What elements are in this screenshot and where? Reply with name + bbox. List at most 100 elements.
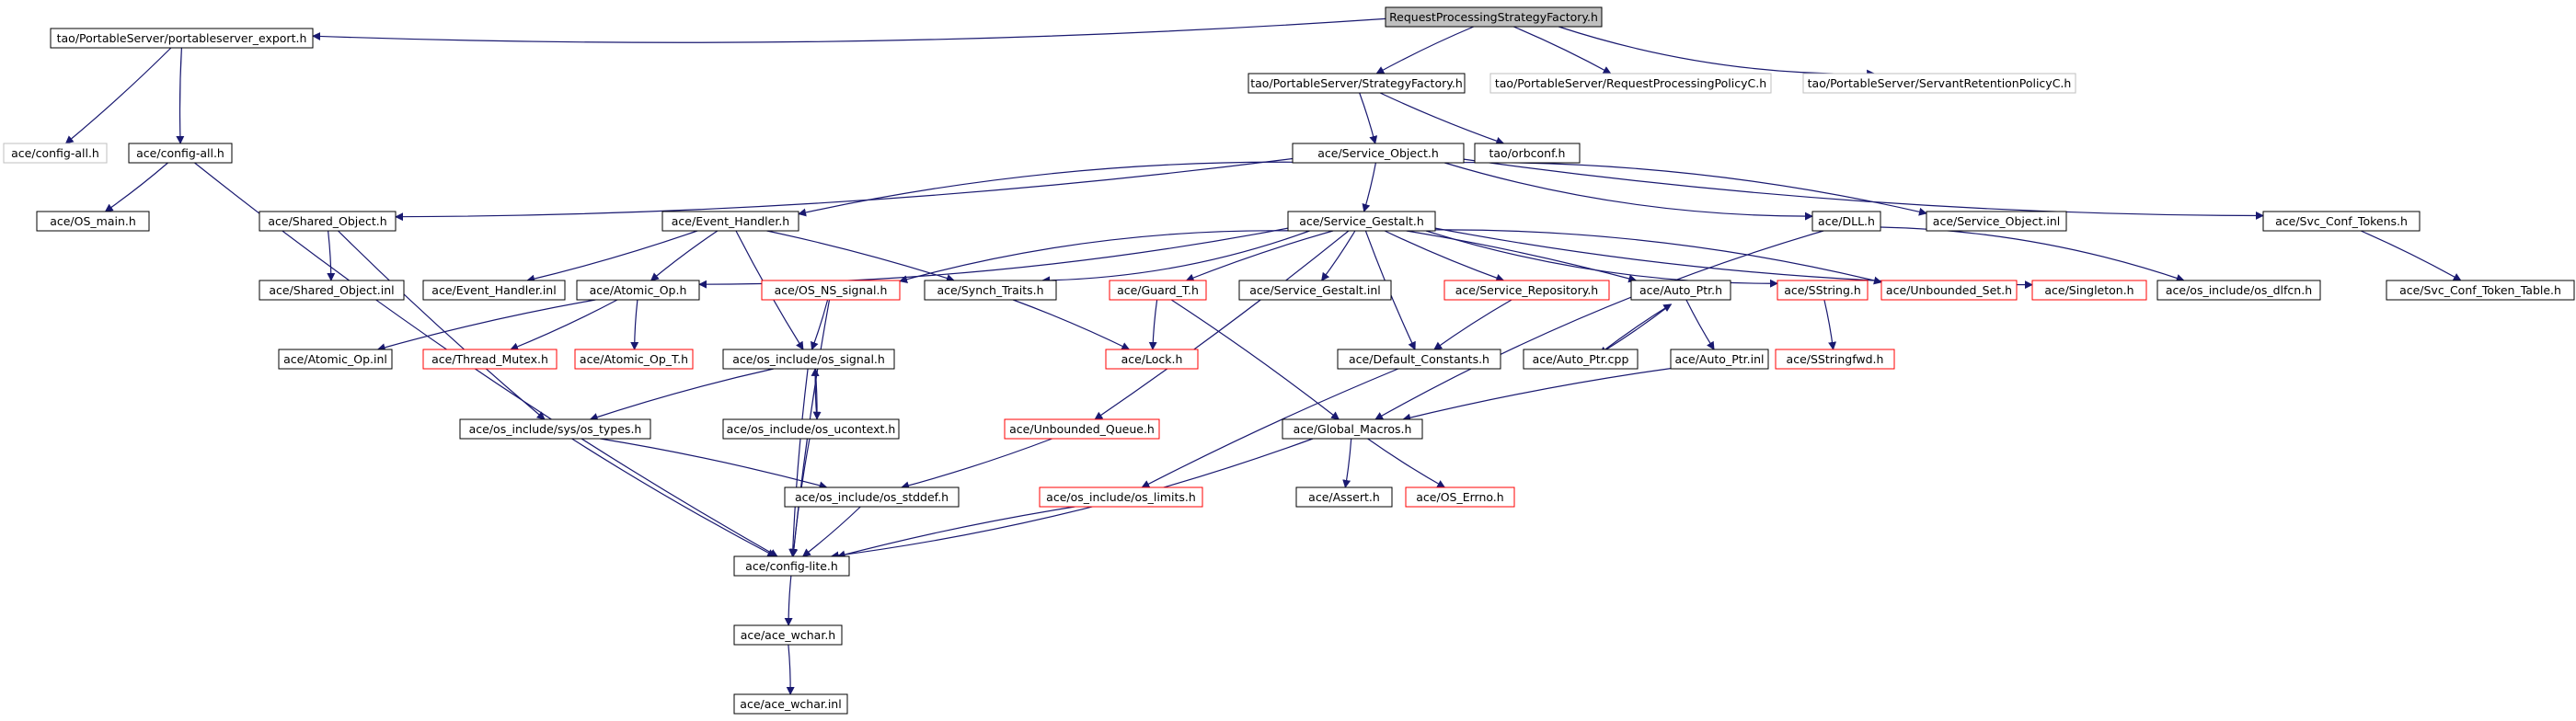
node-atomict[interactable]: ace/Atomic_Op_T.h [574, 349, 694, 370]
edge-root-to-rpp [1512, 26, 1612, 74]
node-osmain[interactable]: ace/OS_main.h [36, 211, 150, 232]
node-shobj[interactable]: ace/Shared_Object.h [259, 211, 397, 232]
edge-ossignal-to-configlite [788, 368, 809, 557]
edge-atomic-to-thmutex [510, 299, 618, 351]
edge-sct-to-scttable [2360, 230, 2462, 281]
node-soinl[interactable]: ace/Service_Object.inl [1926, 211, 2067, 232]
node-label: tao/PortableServer/StrategyFactory.h [1250, 76, 1463, 90]
node-lock[interactable]: ace/Lock.h [1105, 349, 1199, 370]
edge-pse-to-ca2 [176, 47, 185, 144]
node-so[interactable]: ace/Service_Object.h [1292, 143, 1465, 164]
node-atomicinl[interactable]: ace/Atomic_Op.inl [278, 349, 393, 370]
edge-ossignal-to-systypes [589, 368, 775, 421]
node-scttable[interactable]: ace/Svc_Conf_Token_Table.h [2386, 280, 2575, 301]
node-sstring[interactable]: ace/SString.h [1777, 280, 1869, 301]
node-box [2031, 280, 2147, 301]
node-box [1238, 280, 1392, 301]
node-ca1[interactable]: ace/config-all.h [3, 143, 108, 164]
node-assert[interactable]: ace/Assert.h [1295, 486, 1393, 508]
edge-dll-to-gmacros [1374, 230, 1824, 420]
node-evh[interactable]: ace/Event_Handler.h [661, 211, 799, 232]
node-label: ace/Event_Handler.inl [431, 283, 556, 297]
node-label: ace/os_include/os_ucontext.h [727, 422, 896, 436]
node-label: ace/Service_Gestalt.h [1299, 214, 1424, 228]
node-shobjinl[interactable]: ace/Shared_Object.inl [259, 280, 405, 301]
node-box [278, 349, 393, 370]
node-box [733, 624, 843, 646]
node-systypes[interactable]: ace/os_include/sys/os_types.h [459, 418, 651, 440]
node-thmutex[interactable]: ace/Thread_Mutex.h [422, 349, 558, 370]
node-box [1926, 211, 2067, 232]
node-dll[interactable]: ace/DLL.h [1811, 211, 1881, 232]
node-label: ace/Svc_Conf_Tokens.h [2275, 214, 2408, 228]
edge-root-to-srp [1558, 26, 1876, 78]
node-autoptrinl[interactable]: ace/Auto_Ptr.inl [1670, 349, 1769, 370]
node-stddef[interactable]: ace/os_include/os_stddef.h [784, 486, 960, 508]
node-autoptr[interactable]: ace/Auto_Ptr.h [1630, 280, 1731, 301]
node-label: tao/orbconf.h [1489, 146, 1566, 160]
edge-guard-to-lock [1148, 299, 1158, 350]
node-atomic[interactable]: ace/Atomic_Op.h [576, 280, 700, 301]
node-sct[interactable]: ace/Svc_Conf_Tokens.h [2262, 211, 2421, 232]
node-sginl[interactable]: ace/Service_Gestalt.inl [1238, 280, 1392, 301]
node-box [36, 211, 150, 232]
node-ucontext[interactable]: ace/os_include/os_ucontext.h [722, 418, 900, 440]
edge-shobj-to-systypes [338, 230, 546, 420]
node-box [733, 555, 850, 577]
node-rpp[interactable]: tao/PortableServer/RequestProcessingPoli… [1489, 73, 1772, 94]
node-label: ace/Lock.h [1121, 352, 1183, 366]
node-box [259, 211, 397, 232]
node-srp[interactable]: tao/PortableServer/ServantRetentionPolic… [1802, 73, 2076, 94]
node-acewcharinl[interactable]: ace/ace_wchar.inl [733, 693, 848, 715]
node-label: ace/ace_wchar.h [741, 628, 835, 642]
node-evhinl[interactable]: ace/Event_Handler.inl [422, 280, 566, 301]
edge-dll-to-dlfcn [1880, 226, 2185, 282]
node-ca2[interactable]: ace/config-all.h [128, 143, 233, 164]
node-label: ace/os_include/os_dlfcn.h [2166, 283, 2312, 297]
node-label: ace/Unbounded_Set.h [1886, 283, 2012, 297]
node-box [722, 418, 900, 440]
node-box [576, 280, 700, 301]
node-oserrno[interactable]: ace/OS_Errno.h [1405, 486, 1515, 508]
node-singleton[interactable]: ace/Singleton.h [2031, 280, 2147, 301]
edge-sf-to-orbconf [1379, 92, 1505, 145]
node-box [761, 280, 901, 301]
edge-so-to-evh [798, 161, 1294, 217]
node-sstringfwd[interactable]: ace/SStringfwd.h [1775, 349, 1895, 370]
node-label: ace/Event_Handler.h [672, 214, 789, 228]
node-label: ace/config-lite.h [745, 559, 838, 573]
node-ossignal[interactable]: ace/os_include/os_signal.h [722, 349, 895, 370]
node-unbset[interactable]: ace/Unbounded_Set.h [1880, 280, 2018, 301]
node-root[interactable]: RequestProcessingStrategyFactory.h [1385, 6, 1603, 28]
node-srep[interactable]: ace/Service_Repository.h [1443, 280, 1610, 301]
node-synch[interactable]: ace/Synch_Traits.h [924, 280, 1057, 301]
edge-sg-to-atomic [698, 227, 1289, 289]
node-sf[interactable]: tao/PortableServer/StrategyFactory.h [1248, 73, 1466, 94]
node-label: tao/PortableServer/portableserver_export… [57, 31, 307, 45]
node-label: ace/OS_main.h [50, 214, 136, 228]
edge-osns-to-ossignal [811, 299, 829, 350]
node-defconst[interactable]: ace/Default_Constants.h [1337, 349, 1501, 370]
node-label: ace/Unbounded_Queue.h [1009, 422, 1155, 436]
node-label: ace/Svc_Conf_Token_Table.h [2399, 283, 2561, 297]
node-limits[interactable]: ace/os_include/os_limits.h [1039, 486, 1203, 508]
node-label: ace/Default_Constants.h [1349, 352, 1489, 366]
node-box [459, 418, 651, 440]
node-label: ace/Shared_Object.inl [269, 283, 394, 297]
edge-sg-to-synch [1041, 230, 1310, 285]
node-pse[interactable]: tao/PortableServer/portableserver_export… [50, 28, 314, 49]
node-label: ace/Guard_T.h [1117, 283, 1199, 297]
node-autoptrcpp[interactable]: ace/Auto_Ptr.cpp [1523, 349, 1639, 370]
node-acewchar[interactable]: ace/ace_wchar.h [733, 624, 843, 646]
node-sg[interactable]: ace/Service_Gestalt.h [1287, 211, 1436, 232]
node-osns[interactable]: ace/OS_NS_signal.h [761, 280, 901, 301]
node-guard[interactable]: ace/Guard_T.h [1109, 280, 1207, 301]
node-configlite[interactable]: ace/config-lite.h [733, 555, 850, 577]
edge-gmacros-to-oserrno [1367, 438, 1446, 488]
node-gmacros[interactable]: ace/Global_Macros.h [1282, 418, 1423, 440]
node-dlfcn[interactable]: ace/os_include/os_dlfcn.h [2156, 280, 2321, 301]
edge-root-to-sf [1375, 26, 1475, 74]
node-orbconf[interactable]: tao/orbconf.h [1474, 143, 1581, 164]
node-unbq[interactable]: ace/Unbounded_Queue.h [1004, 418, 1160, 440]
node-box [3, 143, 108, 164]
